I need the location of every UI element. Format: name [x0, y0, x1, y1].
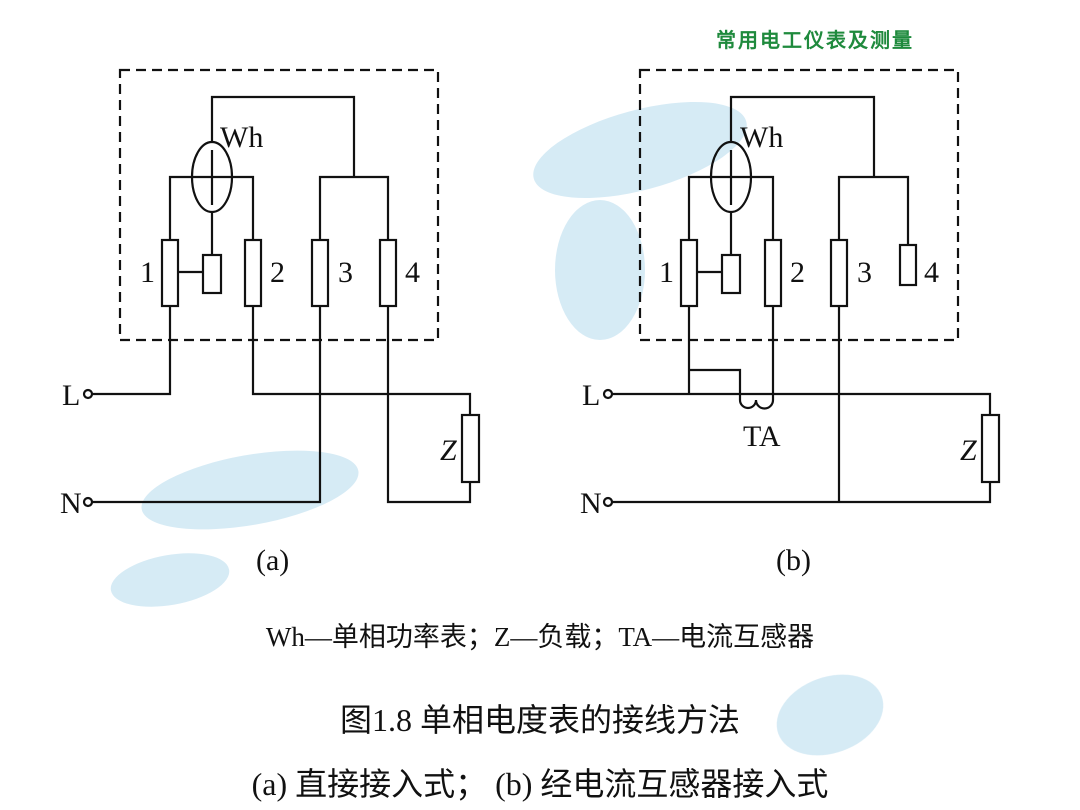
current-transformer-b — [738, 399, 775, 410]
terminal-3-b — [829, 238, 849, 308]
terminal-label-2-a: 2 — [270, 256, 285, 289]
figure-title: 图1.8 单相电度表的接线方法 — [339, 702, 740, 738]
neutral-label-b: N — [580, 487, 602, 520]
terminal-label-4-a: 4 — [405, 256, 420, 289]
terminal-3-a — [310, 238, 330, 308]
load-b — [980, 413, 1001, 484]
diagram-a — [82, 68, 481, 508]
line-label-a: L — [62, 379, 80, 412]
terminal-1-a — [160, 238, 180, 308]
ct-label-b: TA — [743, 420, 781, 453]
header-title: 常用电工仪表及测量 — [716, 28, 914, 52]
load-label-b: Z — [960, 434, 977, 467]
line-label-b: L — [582, 379, 600, 412]
diagram-b — [602, 68, 1001, 508]
load-a — [460, 413, 481, 484]
voltage-coil-b — [720, 253, 742, 295]
figure-subtitle: (a) 直接接入式； (b) 经电流互感器接入式 — [251, 766, 829, 802]
terminal-label-4-b: 4 — [924, 256, 939, 289]
terminal-2-b — [763, 238, 783, 308]
legend-text: Wh—单相功率表；Z—负载；TA—电流互感器 — [265, 622, 815, 652]
terminal-2-a — [243, 238, 263, 308]
voltage-coil-a — [201, 253, 223, 295]
terminal-label-3-a: 3 — [338, 256, 353, 289]
meter-label-a: Wh — [220, 121, 263, 154]
neutral-label-a: N — [60, 487, 82, 520]
terminal-label-2-b: 2 — [790, 256, 805, 289]
caption-b: (b) — [776, 544, 811, 577]
meter-enclosure-b — [638, 68, 960, 342]
terminal-label-3-b: 3 — [857, 256, 872, 289]
meter-enclosure-a — [118, 68, 440, 342]
terminal-label-1-b: 1 — [659, 256, 674, 289]
meter-label-b: Wh — [740, 121, 783, 154]
terminal-1-b — [679, 238, 699, 308]
terminal-4-a — [378, 238, 398, 308]
load-label-a: Z — [440, 434, 457, 467]
terminal-4-b — [898, 243, 918, 287]
caption-a: (a) — [256, 544, 289, 577]
terminal-label-1-a: 1 — [140, 256, 155, 289]
